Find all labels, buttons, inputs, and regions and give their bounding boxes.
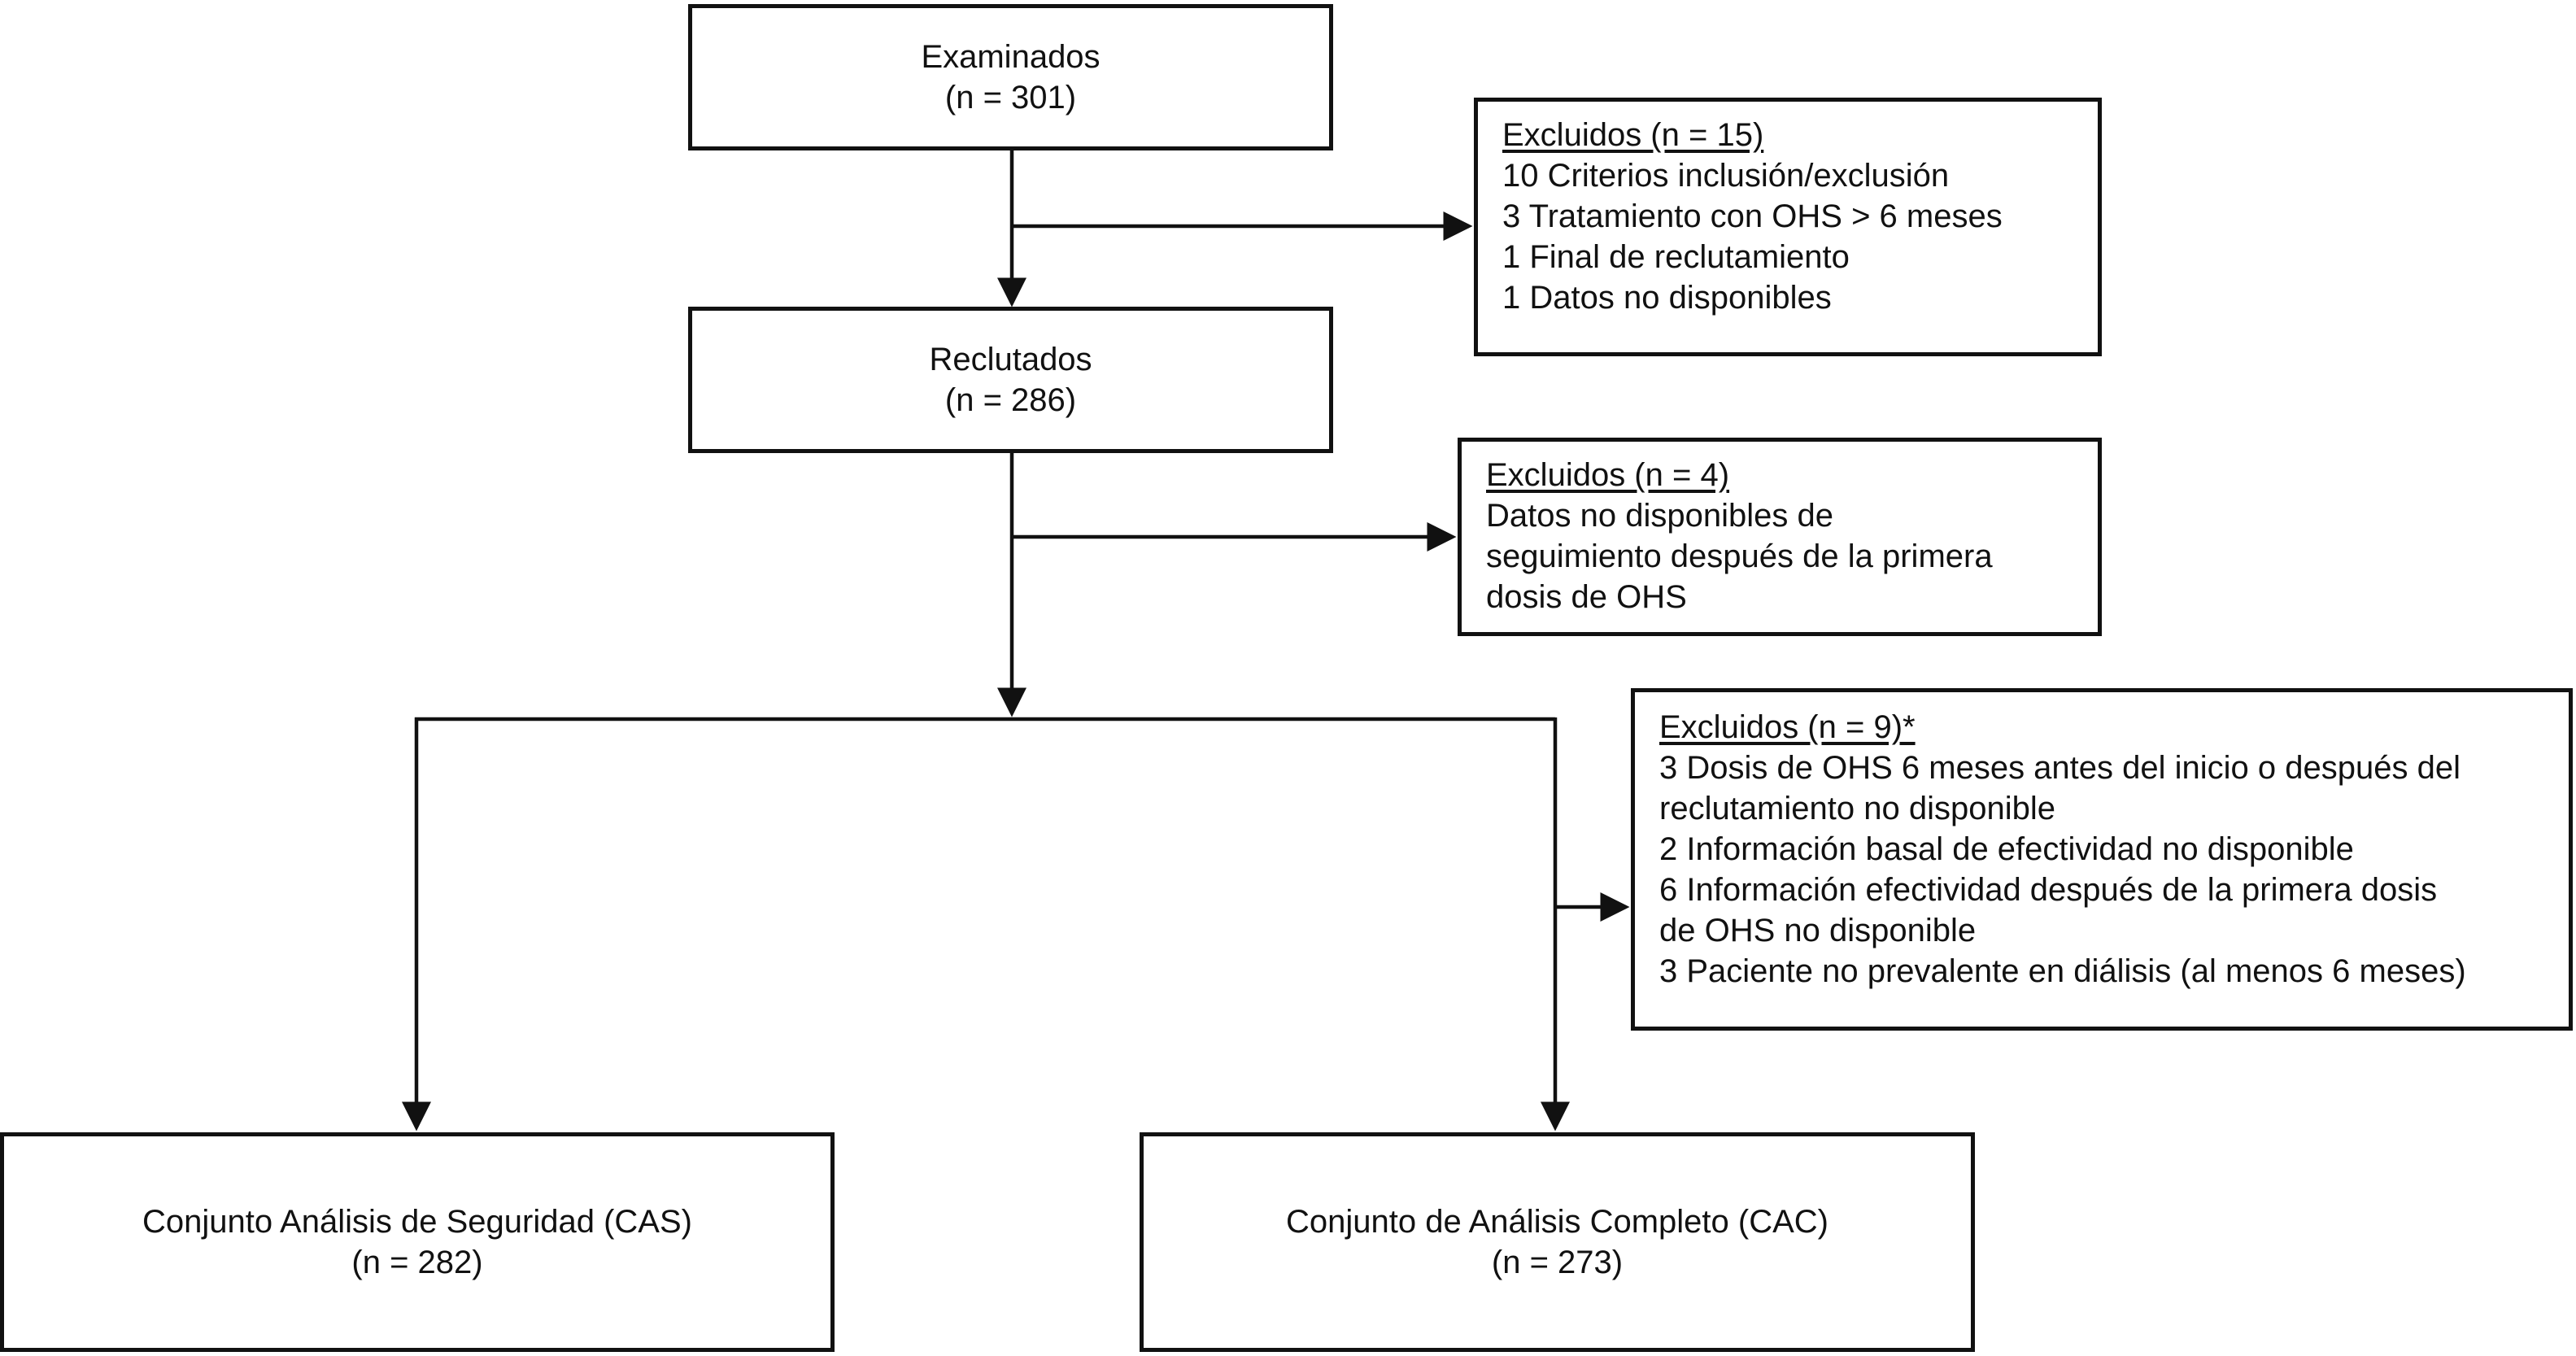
excluded-box-1: Excluidos (n = 15) 10 Criterios inclusió… (1474, 98, 2102, 356)
excluded-3-line: de OHS no disponible (1659, 913, 1977, 948)
excluded-1-line: 10 Criterios inclusión/exclusión (1502, 158, 1950, 194)
safety-set-box: Conjunto Análisis de Seguridad (CAS) (n … (0, 1132, 835, 1352)
excluded-2-line: seguimiento después de la primera (1486, 538, 1993, 574)
safety-set-label: Conjunto Análisis de Seguridad (CAS) (142, 1204, 692, 1240)
excluded-2-line: dosis de OHS (1486, 579, 1687, 615)
excluded-1-title: Excluidos (n = 15) (1502, 117, 1764, 153)
excluded-1-line: 3 Tratamiento con OHS > 6 meses (1502, 198, 2003, 234)
excluded-3-line: 2 Información basal de efectividad no di… (1659, 831, 2354, 867)
excluded-3-line: reclutamiento no disponible (1659, 791, 2055, 826)
recruited-box: Reclutados (n = 286) (688, 307, 1333, 453)
full-analysis-set-box: Conjunto de Análisis Completo (CAC) (n =… (1140, 1132, 1975, 1352)
safety-set-count: (n = 282) (351, 1245, 483, 1280)
examined-count: (n = 301) (944, 80, 1077, 116)
recruited-count: (n = 286) (944, 382, 1077, 418)
excluded-2-line: Datos no disponibles de (1486, 498, 1833, 534)
excluded-3-line: 6 Información efectividad después de la … (1659, 872, 2438, 908)
examined-label: Examinados (921, 39, 1101, 75)
excluded-box-2: Excluidos (n = 4) Datos no disponibles d… (1458, 438, 2102, 636)
examined-box: Examinados (n = 301) (688, 4, 1333, 150)
excluded-3-line: 3 Dosis de OHS 6 meses antes del inicio … (1659, 750, 2460, 786)
full-analysis-set-count: (n = 273) (1491, 1245, 1624, 1280)
excluded-3-title: Excluidos (n = 9)* (1659, 709, 1916, 745)
excluded-2-title: Excluidos (n = 4) (1486, 457, 1730, 493)
excluded-box-3: Excluidos (n = 9)* 3 Dosis de OHS 6 mese… (1631, 688, 2573, 1031)
full-analysis-set-label: Conjunto de Análisis Completo (CAC) (1286, 1204, 1828, 1240)
excluded-3-line: 3 Paciente no prevalente en diálisis (al… (1659, 953, 2466, 989)
recruited-label: Reclutados (929, 342, 1092, 377)
excluded-1-line: 1 Final de reclutamiento (1502, 239, 1850, 275)
excluded-1-line: 1 Datos no disponibles (1502, 280, 1832, 316)
